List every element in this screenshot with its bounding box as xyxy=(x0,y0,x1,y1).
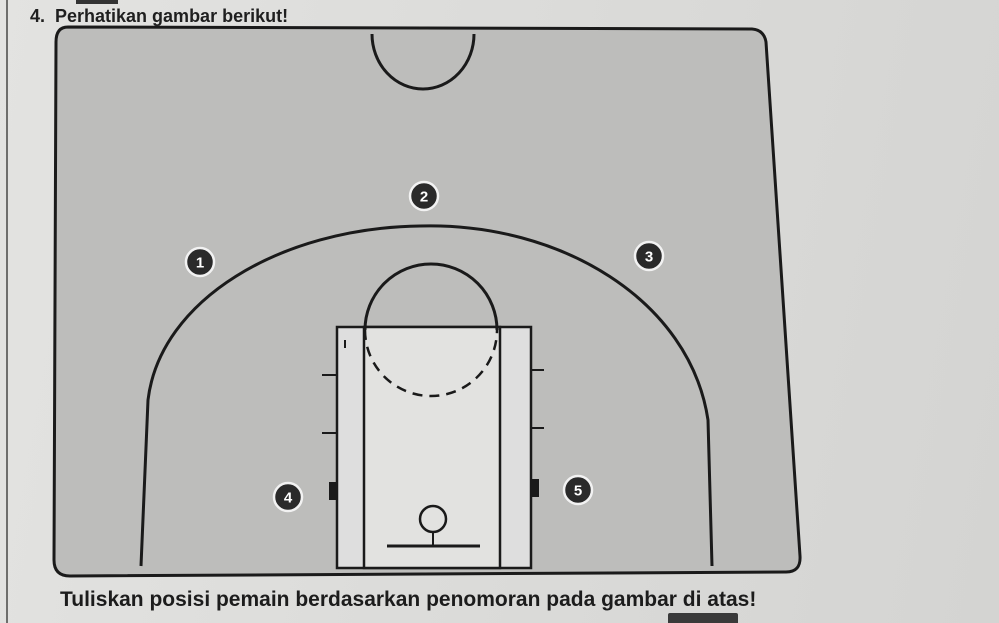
player-5-marker: 5 xyxy=(562,474,594,506)
player-4-badge xyxy=(272,481,304,513)
free-throw-circle-top xyxy=(363,262,499,331)
lane-block xyxy=(531,479,539,497)
instruction-text: Tuliskan posisi pemain berdasarkan penom… xyxy=(60,588,757,611)
player-3-marker: 3 xyxy=(633,240,665,272)
player-2-badge xyxy=(408,180,440,212)
question-title: Perhatikan gambar berikut! xyxy=(55,6,289,26)
player-4-marker: 4 xyxy=(272,481,304,513)
player-3-badge xyxy=(633,240,665,272)
page-margin-line xyxy=(6,0,8,623)
lane-block xyxy=(329,482,337,500)
top-edge-mark xyxy=(76,0,118,4)
player-1-badge xyxy=(184,246,216,278)
player-5-badge xyxy=(562,474,594,506)
bottom-edge-mark xyxy=(668,613,738,623)
player-2-marker: 2 xyxy=(408,180,440,212)
player-2-number: 2 xyxy=(420,189,428,206)
question-number: 4. xyxy=(30,6,46,26)
question-heading: 4. Perhatikan gambar berikut! xyxy=(30,6,288,27)
player-1-marker: 1 xyxy=(184,246,216,278)
rim xyxy=(418,504,448,534)
player-3-number: 3 xyxy=(645,249,653,266)
player-1-number: 1 xyxy=(196,255,204,272)
player-5-number: 5 xyxy=(574,483,582,500)
center-circle-arc xyxy=(370,33,476,91)
free-throw-circle-bottom xyxy=(363,329,499,398)
player-4-number: 4 xyxy=(284,490,293,507)
court-floor xyxy=(52,25,802,578)
three-point-line xyxy=(139,224,714,567)
